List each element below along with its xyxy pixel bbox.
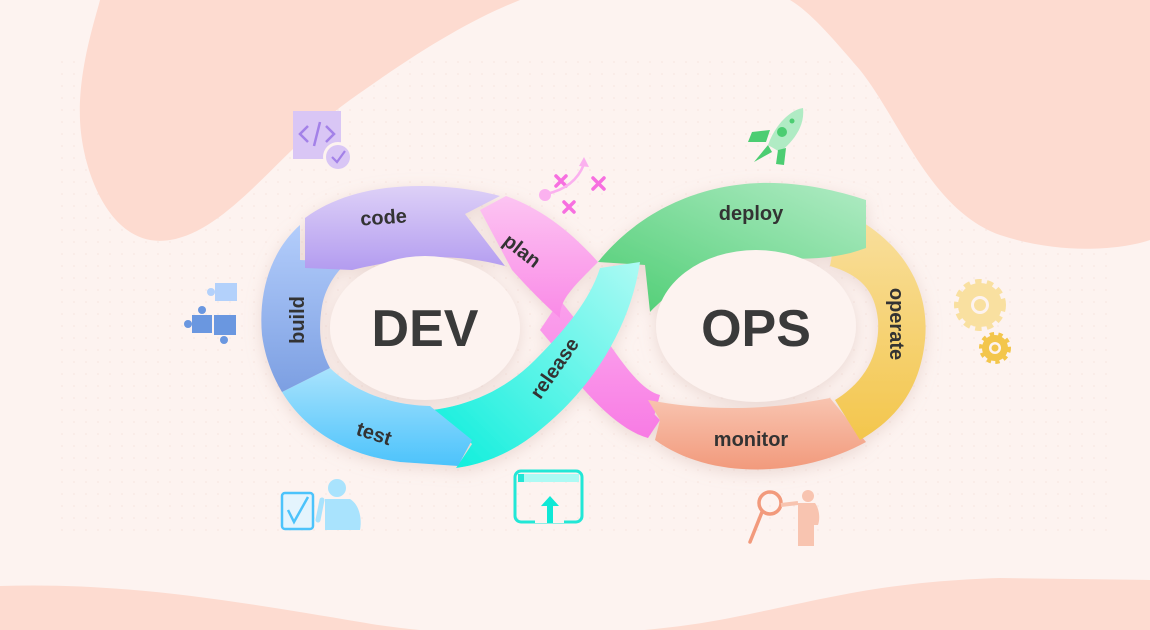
top-right-blob — [790, 0, 1150, 249]
stage-label-monitor: monitor — [714, 429, 789, 451]
segment-plan-upper — [480, 196, 598, 318]
ops-title: OPS — [701, 300, 811, 358]
stage-label-deploy: deploy — [719, 203, 784, 225]
stage-label-operate: operate — [885, 288, 907, 360]
stage-label-code: code — [360, 205, 408, 230]
gears-icon — [954, 279, 1011, 364]
rocket-icon — [748, 108, 804, 165]
segment-monitor — [648, 398, 866, 470]
infinity-loop — [261, 182, 926, 470]
code-check-icon — [293, 111, 353, 172]
segment-code — [305, 186, 505, 270]
bottom-wave — [0, 578, 1150, 630]
stage-label-build: build — [287, 296, 309, 344]
segment-release — [432, 262, 640, 468]
puzzle-icon — [184, 283, 237, 344]
checkbox-person-icon — [280, 479, 361, 531]
segment-deploy — [598, 182, 866, 312]
magnifier-person-icon — [748, 490, 820, 546]
dev-title: DEV — [372, 300, 479, 358]
strategy-plan-icon — [539, 157, 606, 214]
segment-operate — [830, 210, 926, 440]
upload-window-icon — [513, 469, 584, 524]
segment-test — [282, 368, 472, 466]
